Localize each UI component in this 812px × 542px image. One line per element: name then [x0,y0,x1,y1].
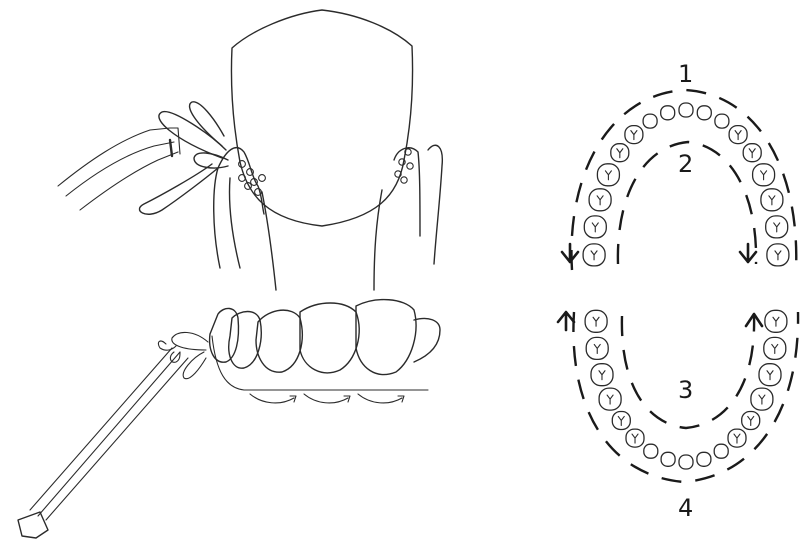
dental-arches-diagram [558,90,798,482]
tooth [697,452,711,466]
tooth [715,114,729,128]
arrow-down-right [740,244,756,262]
arch-label-2: 2 [678,152,693,176]
tooth [661,106,675,120]
arch-label-4: 4 [678,496,693,520]
tooth [714,444,728,458]
teeth-side-view-illustration [18,300,440,538]
tooth [643,114,657,128]
arch-label-3: 3 [678,378,693,402]
tooth [661,452,675,466]
tooth-cross-section-illustration [58,10,442,290]
arrow-up-left [558,312,574,330]
arrow-down-left [562,244,578,262]
arch-label-1: 1 [678,62,693,86]
tooth [697,106,711,120]
tooth [679,455,693,469]
tooth [644,444,658,458]
tooth [679,103,693,117]
lower-inner-path [622,316,754,428]
